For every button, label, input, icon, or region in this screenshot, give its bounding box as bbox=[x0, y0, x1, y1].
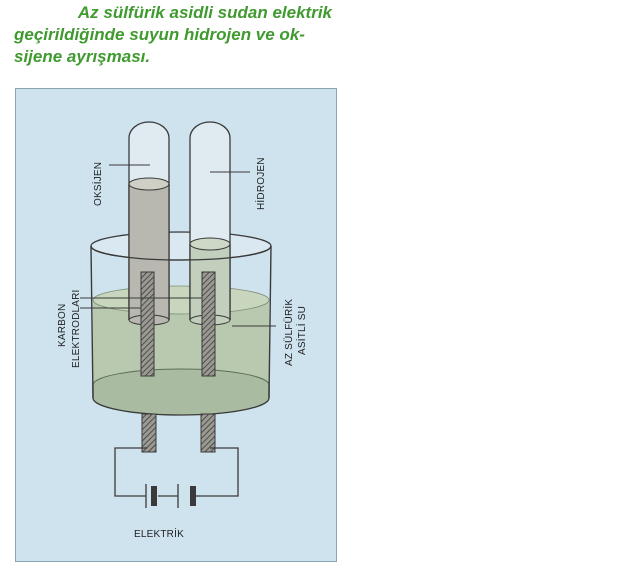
leader-lines bbox=[80, 164, 276, 327]
beaker-base bbox=[92, 385, 270, 416]
beaker-rim-front bbox=[90, 245, 272, 261]
hydrogen-gas-boundary bbox=[189, 237, 231, 251]
oxygen-gas-boundary bbox=[128, 177, 170, 191]
label-liquid-line1: AZ SÜLFÜRİK bbox=[282, 299, 295, 366]
label-hydrogen: HİDROJEN bbox=[254, 157, 267, 210]
beaker-wall-left bbox=[90, 245, 94, 399]
liquid-surface bbox=[92, 285, 270, 315]
caption-line-3: sijene ayrışması. bbox=[14, 47, 151, 66]
label-electrodes-line2: ELEKTRODLARI bbox=[71, 289, 82, 368]
terminal-right bbox=[200, 413, 216, 453]
circuit-wire bbox=[114, 447, 239, 497]
battery bbox=[145, 484, 196, 508]
label-oxygen: OKSİJEN bbox=[91, 162, 104, 206]
caption-line-2: geçirildiğinde suyun hidrojen ve ok- bbox=[14, 25, 305, 44]
label-liquid-line2: ASİTLİ SU bbox=[295, 306, 308, 355]
beaker-wall-right bbox=[268, 245, 272, 399]
caption-line-1: Az sülfürik asidli sudan elektrik bbox=[77, 3, 332, 22]
terminal-left bbox=[141, 413, 157, 453]
label-electrodes-line1: KARBON bbox=[57, 304, 68, 347]
figure-caption: Az sülfürik asidli sudan elektrik geçiri… bbox=[14, 2, 332, 68]
carbon-electrode-left bbox=[140, 271, 155, 377]
carbon-electrode-right bbox=[201, 271, 216, 377]
label-power: ELEKTRİK bbox=[134, 527, 184, 540]
oxygen-tube-water bbox=[129, 184, 169, 326]
